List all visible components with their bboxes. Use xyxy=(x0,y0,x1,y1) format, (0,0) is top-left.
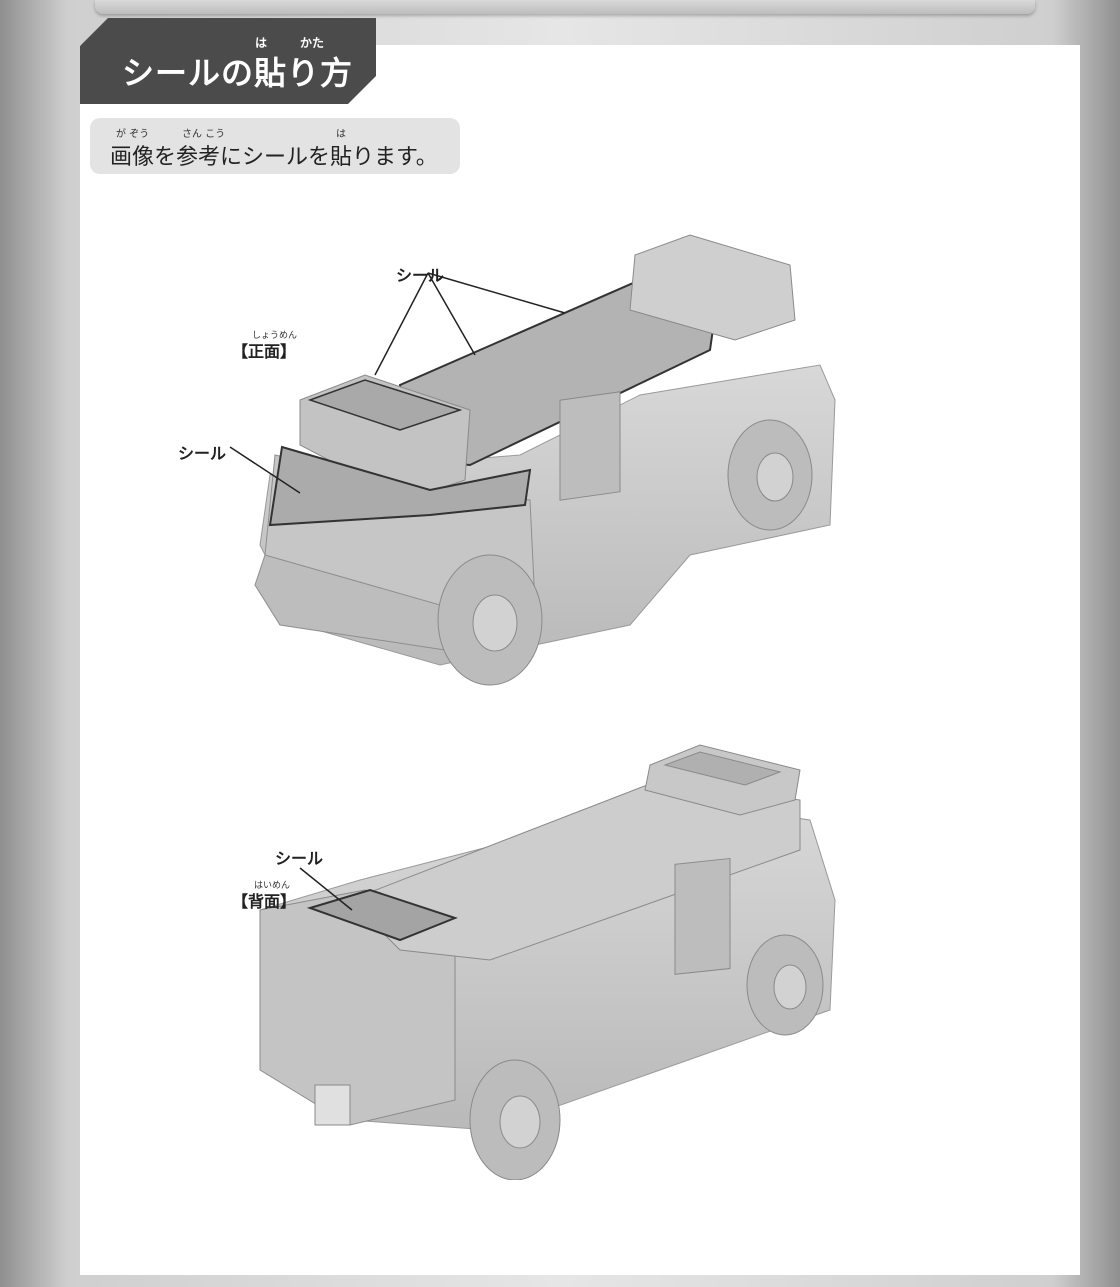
back-view-ruby: はいめん xyxy=(254,881,291,891)
front-view-label: 【正面】 xyxy=(232,342,297,361)
instruction-ruby-ha: は xyxy=(336,129,346,140)
title-tab xyxy=(80,18,376,104)
top-decorative-bar xyxy=(95,0,1035,14)
front-view-ruby: しょうめん xyxy=(252,331,298,341)
back-sticker-label: シール xyxy=(275,849,324,868)
instruction-ruby-sankou: さん こう xyxy=(182,129,226,140)
front-sticker-label-top: シール xyxy=(396,266,445,285)
title-ruby-ha: は xyxy=(255,36,268,50)
title-ruby-kata: かた xyxy=(300,36,325,50)
back-view-truck-illustration xyxy=(259,744,836,1180)
instruction-ruby-gazou: が ぞう xyxy=(116,129,150,140)
instruction-text: 画像を参考にシールを貼ります。 xyxy=(110,145,438,170)
front-sticker-label-side: シール xyxy=(178,444,227,463)
instruction-box xyxy=(90,118,460,174)
front-view-truck-illustration xyxy=(229,234,836,686)
back-view-label: 【背面】 xyxy=(232,892,297,911)
page-title: シールの貼り方 xyxy=(122,54,354,92)
